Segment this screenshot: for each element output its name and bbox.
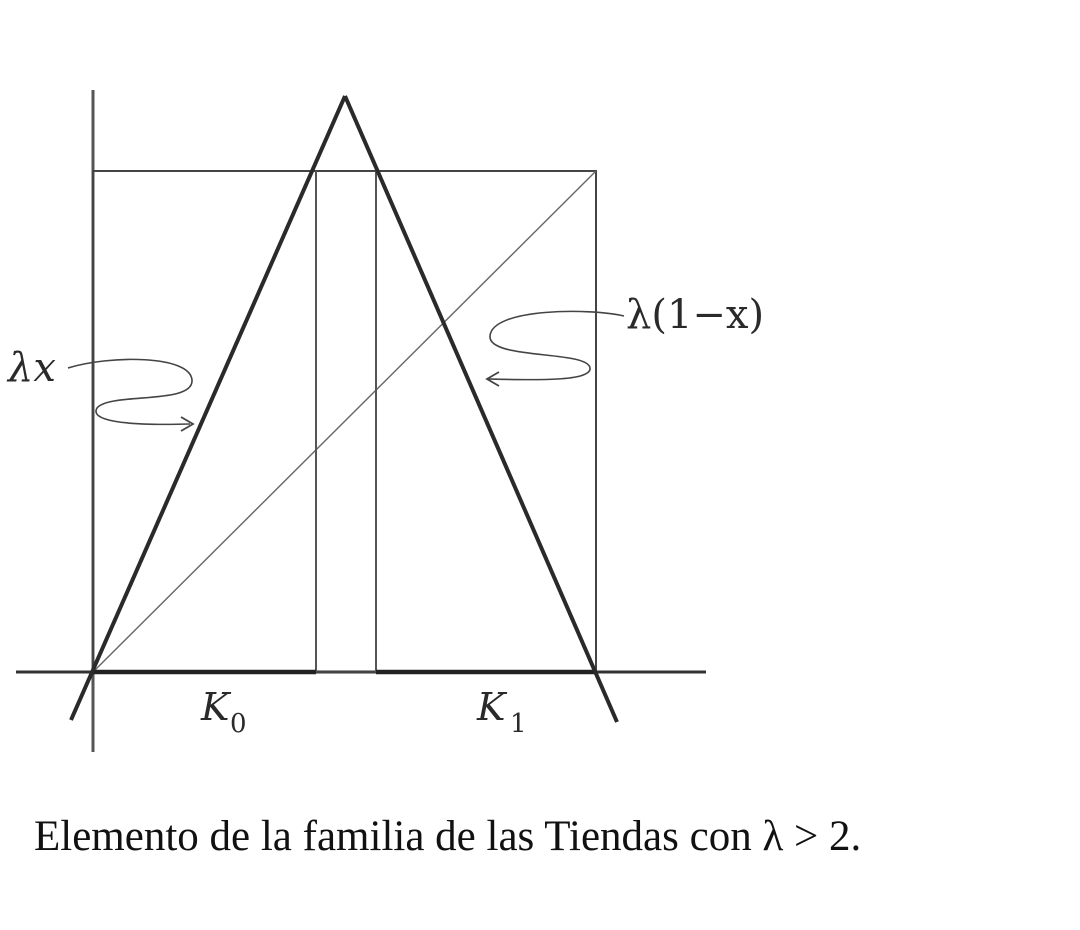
right-curve-arrow <box>487 310 625 381</box>
identity-diagonal <box>92 170 597 673</box>
k1-letter: K <box>476 685 508 729</box>
interval-k0-label: K 0 <box>200 685 247 739</box>
left-arrowhead <box>180 416 195 432</box>
tent-left-branch <box>69 95 347 721</box>
k0-letter: K <box>200 685 232 729</box>
left-curve-label: λx <box>6 345 56 391</box>
left-curve-arrow <box>67 358 193 426</box>
k1-subscript: 1 <box>510 709 527 739</box>
right-curve-label: λ(1−x) <box>626 292 764 338</box>
right-arrowhead <box>485 371 500 387</box>
interval-k1-label: K 1 <box>476 685 527 739</box>
figure-caption: Elemento de la familia de las Tiendas co… <box>34 813 862 860</box>
unit-square <box>92 170 597 673</box>
tent-right-branch <box>343 95 619 723</box>
k0-subscript: 0 <box>230 709 247 739</box>
